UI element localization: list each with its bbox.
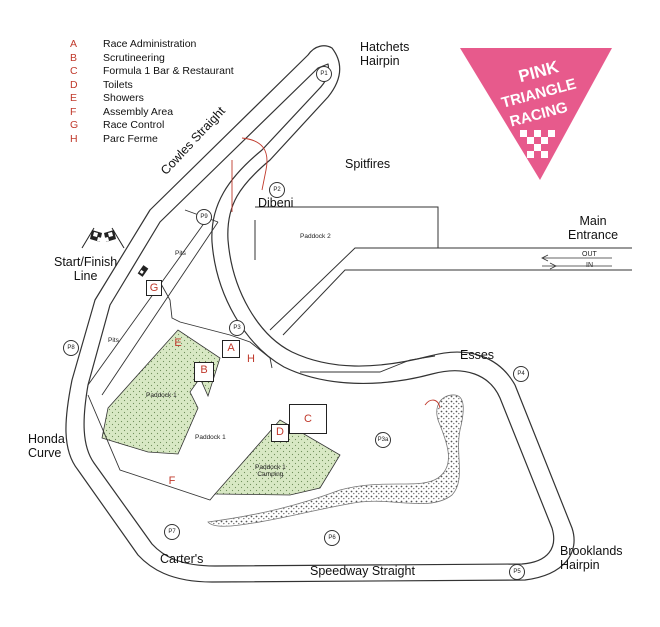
- label-esses: Esses: [460, 348, 495, 362]
- legend-label: Parc Ferme: [103, 132, 158, 145]
- post-p6: P6: [324, 530, 340, 546]
- post-p5: P5: [509, 564, 525, 580]
- entrance-arrows: [541, 254, 612, 270]
- legend-key: G: [70, 119, 79, 131]
- start-finish-mark: [137, 265, 149, 277]
- building-g-race-control: G: [146, 280, 162, 296]
- legend-label: Scrutineering: [103, 51, 165, 64]
- building-e-showers: E: [174, 337, 182, 349]
- legend-key: H: [70, 132, 78, 145]
- building-f-assembly-area: F: [168, 475, 176, 487]
- legend-label: Assembly Area: [103, 105, 174, 118]
- building-c-bar-restaurant: C: [289, 404, 327, 434]
- paddock-1-green-area: [101, 329, 221, 455]
- post-p8: P8: [63, 340, 79, 356]
- legend-key: C: [70, 65, 78, 77]
- label-spitfires: Spitfires: [345, 157, 391, 171]
- area-paddock-1-green: Paddock 1: [146, 392, 177, 399]
- legend-label: Showers: [103, 92, 144, 104]
- building-h-parc-ferme: H: [247, 353, 255, 365]
- post-p4: P4: [513, 366, 529, 382]
- building-d-toilets: D: [271, 424, 289, 442]
- post-p9: P9: [196, 209, 212, 225]
- legend-key: F: [70, 105, 77, 118]
- post-p7: P7: [164, 524, 180, 540]
- runoff-marks: [231, 137, 441, 409]
- gravel-trap: [207, 394, 464, 527]
- legend-label: Race Control: [103, 119, 165, 131]
- label-start-finish-line: Start/Finish Line: [54, 255, 118, 283]
- entrance-in-label: IN: [586, 262, 593, 269]
- label-main-entrance: Main Entrance: [568, 214, 619, 242]
- building-a-race-admin: A: [222, 340, 240, 358]
- legend-key: B: [70, 51, 78, 64]
- label-dibeni: Dibeni: [258, 196, 294, 210]
- area-paddock-2: Paddock 2: [300, 233, 331, 240]
- label-carters: Carter's: [160, 552, 204, 566]
- pit-lane: [87, 209, 436, 501]
- area-pits-top: Pits: [175, 250, 186, 257]
- post-p1: P1: [316, 66, 332, 82]
- post-p3: P3: [229, 320, 245, 336]
- paddock-1-camping-area: [214, 419, 341, 496]
- chequered-flags-icon: [81, 227, 125, 249]
- legend-key: D: [70, 78, 78, 91]
- area-pits-left: Pits: [108, 337, 119, 344]
- legend-key: A: [70, 38, 78, 50]
- entrance-out-label: OUT: [582, 251, 597, 258]
- paddock-2-area: [254, 206, 632, 336]
- legend-key: E: [70, 92, 78, 104]
- legend-label: Toilets: [103, 78, 133, 91]
- label-hatchets-hairpin: Hatchets Hairpin: [360, 40, 410, 68]
- post-p2: P2: [269, 182, 285, 198]
- post-p3a: P3a: [375, 432, 391, 448]
- area-paddock-1-camping: Paddock 1 Camping: [255, 464, 286, 478]
- building-b-scrutineering: B: [194, 362, 214, 382]
- legend-label: Race Administration: [103, 38, 197, 50]
- legend-label: Formula 1 Bar & Restaurant: [103, 65, 234, 77]
- pink-triangle-racing-logo: PINK TRIANGLE RACING: [460, 48, 612, 180]
- label-honda-curve: Honda Curve: [28, 432, 65, 460]
- race-track: [65, 45, 575, 583]
- label-brooklands-hairpin: Brooklands Hairpin: [560, 544, 623, 572]
- label-speedway-straight: Speedway Straight: [310, 564, 415, 578]
- area-paddock-1-center: Paddock 1: [195, 434, 226, 441]
